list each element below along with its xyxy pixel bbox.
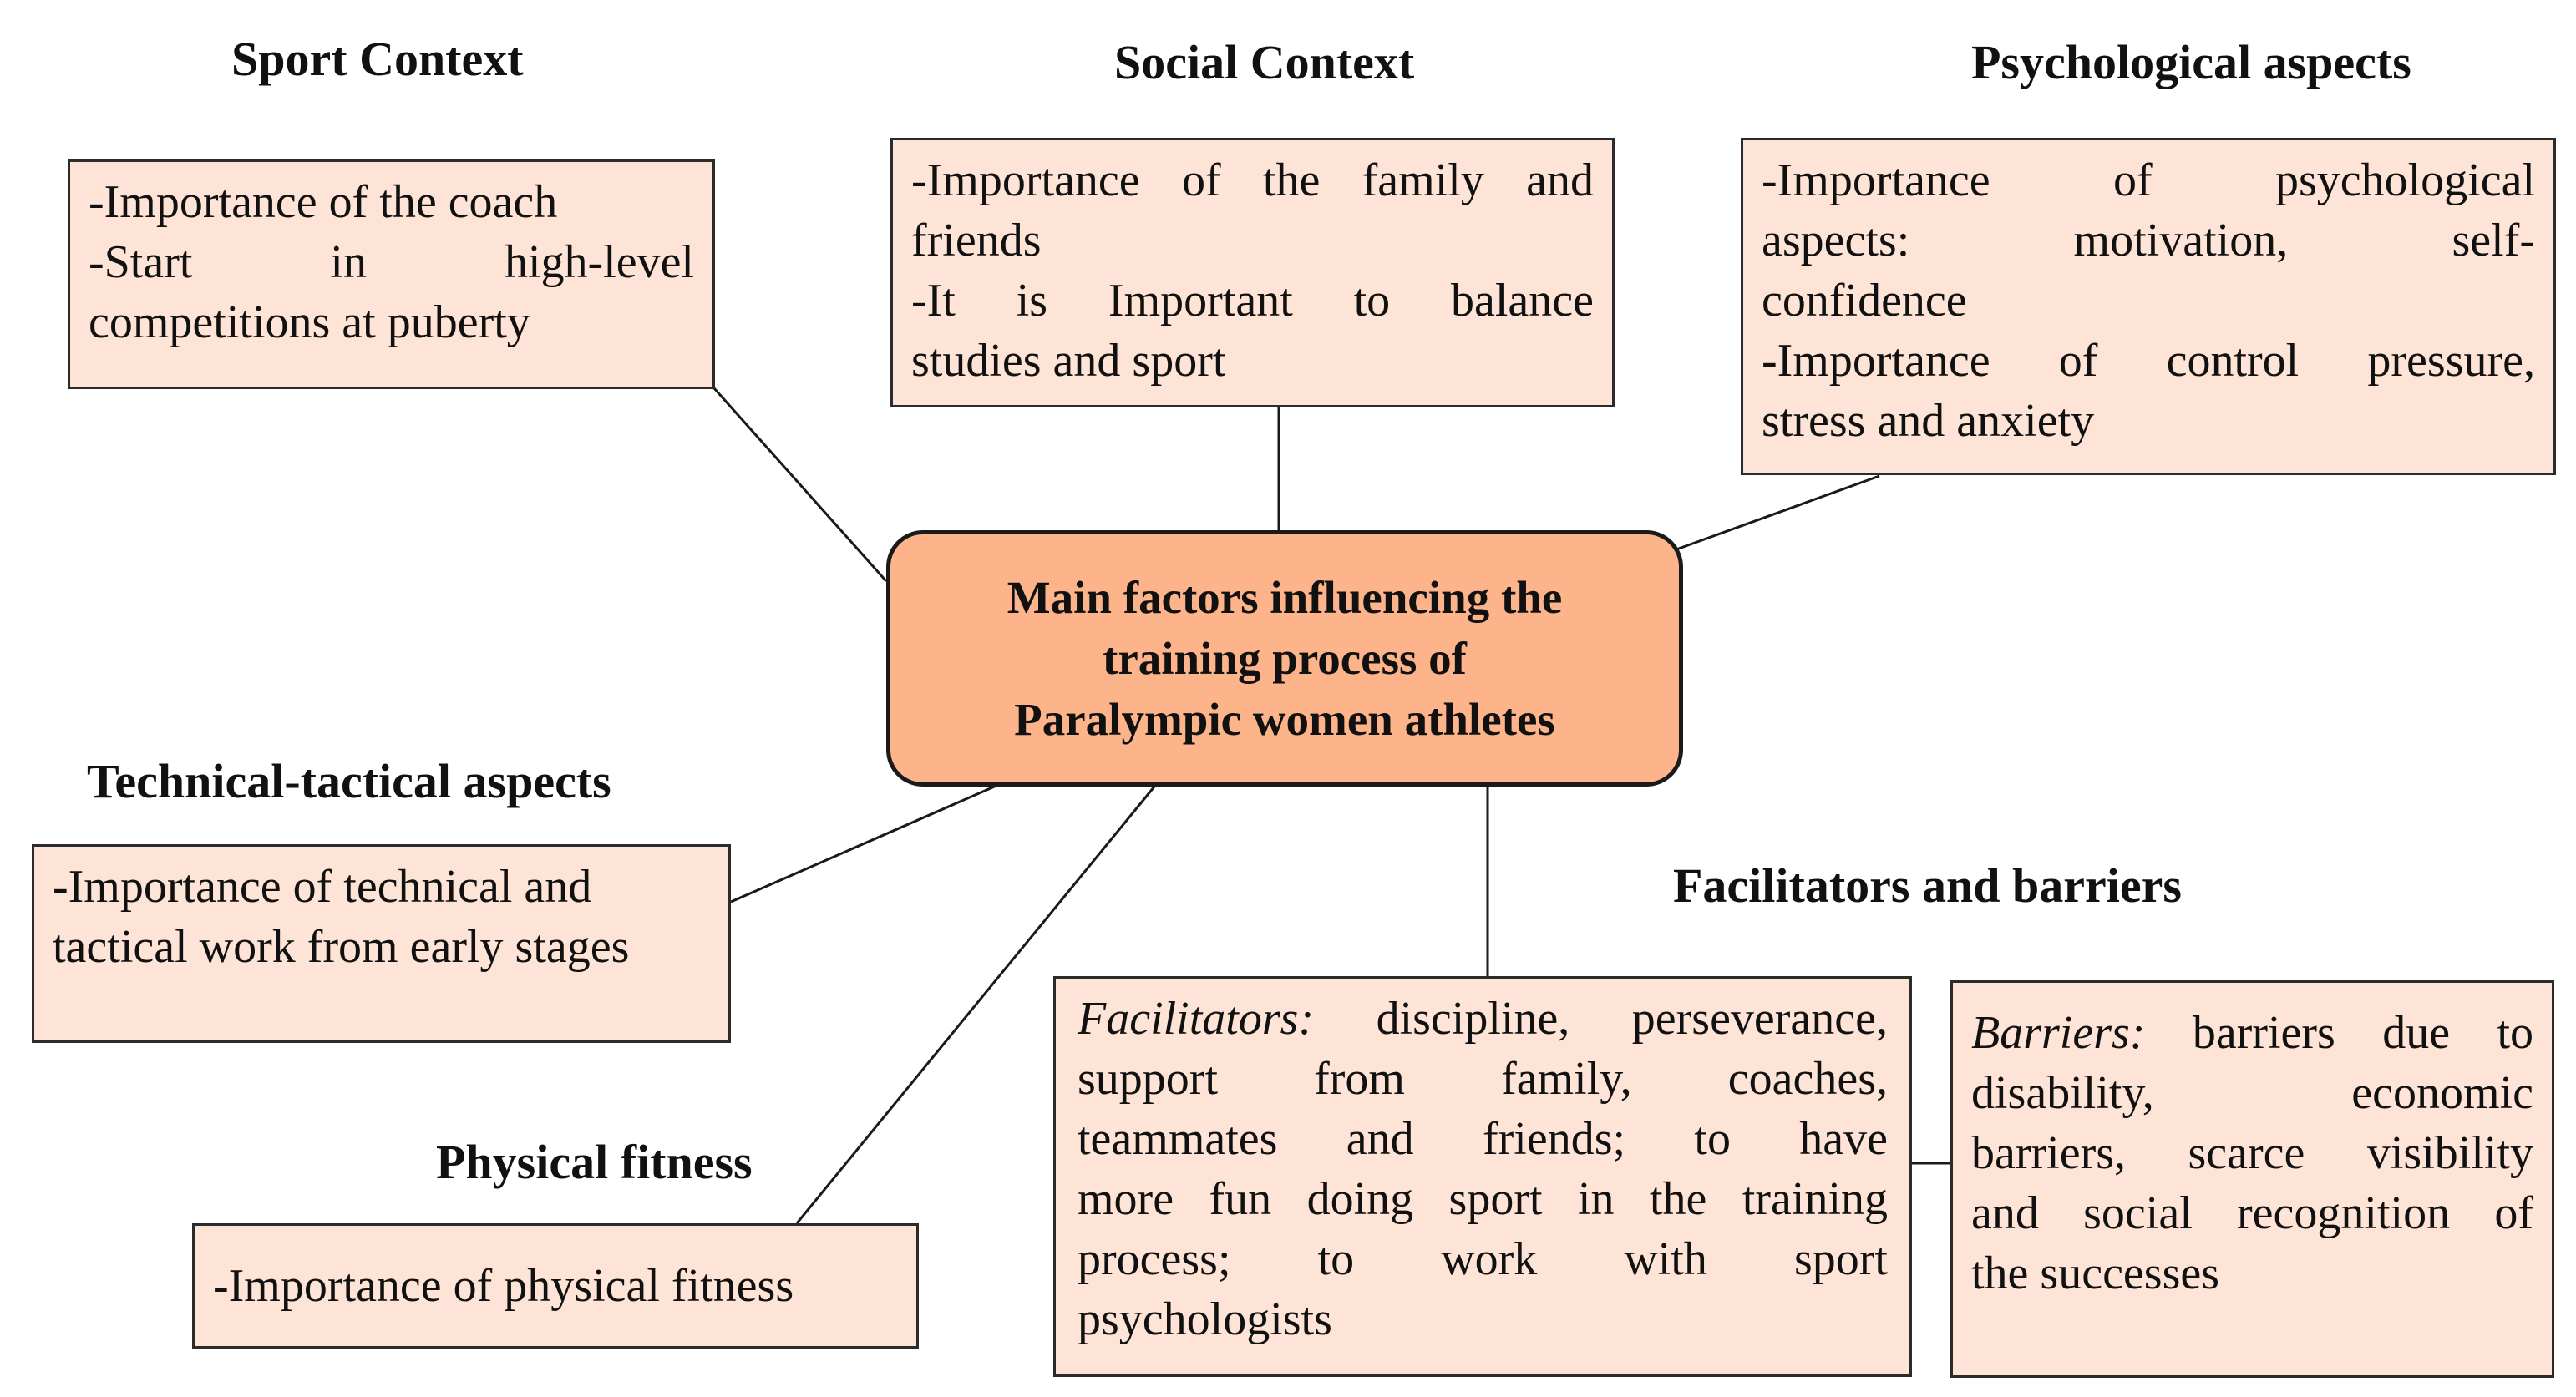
technical-tactical-line: -Importance of technical and bbox=[53, 861, 592, 913]
social-context-line: -It is Important to balance bbox=[911, 275, 1594, 326]
sport-context-box: -Importance of the coach -Start in high-… bbox=[68, 159, 715, 389]
central-topic-line: training process of bbox=[1103, 633, 1467, 684]
central-topic-line: Main factors influencing the bbox=[1007, 572, 1563, 623]
central-topic-node: Main factors influencing the training pr… bbox=[886, 530, 1683, 787]
facilitators-text: discipline, perseverance, bbox=[1376, 993, 1888, 1045]
connector-psychological-aspects bbox=[1676, 474, 1880, 551]
psychological-aspects-heading: Psychological aspects bbox=[1971, 35, 2411, 89]
psychological-aspects-box: -Importance of psychological aspects: mo… bbox=[1741, 138, 2556, 475]
facilitators-line: process; to work with sport bbox=[1078, 1233, 1888, 1285]
social-context-box: -Importance of the family and friends -I… bbox=[890, 138, 1615, 407]
facilitators-box: Facilitators: discipline, perseverance, … bbox=[1053, 976, 1912, 1377]
barriers-box: Barriers: barriers due to disability, ec… bbox=[1950, 980, 2554, 1378]
social-context-line: friends bbox=[911, 215, 1042, 266]
central-topic-text: Main factors influencing the training pr… bbox=[1007, 567, 1563, 750]
psychological-aspects-line: stress and anxiety bbox=[1762, 395, 2095, 447]
barriers-text: barriers due to bbox=[2192, 1007, 2533, 1059]
psychological-aspects-line: confidence bbox=[1762, 275, 1967, 326]
sport-context-line: competitions at puberty bbox=[89, 296, 530, 348]
technical-tactical-heading: Technical-tactical aspects bbox=[87, 754, 611, 808]
sport-context-line: -Start in high-level bbox=[89, 236, 694, 288]
connector-physical-fitness bbox=[795, 786, 1156, 1224]
facilitators-term: Facilitators: bbox=[1078, 993, 1315, 1045]
social-context-line: studies and sport bbox=[911, 335, 1226, 387]
facilitators-line: psychologists bbox=[1078, 1293, 1332, 1345]
facilitators-line: teammates and friends; to have bbox=[1078, 1113, 1888, 1165]
psychological-aspects-line: -Importance of psychological bbox=[1762, 154, 2535, 206]
connector-technical-tactical bbox=[730, 783, 999, 903]
physical-fitness-heading: Physical fitness bbox=[436, 1135, 753, 1189]
technical-tactical-line: tactical work from early stages bbox=[53, 921, 630, 973]
physical-fitness-line: -Importance of physical fitness bbox=[213, 1260, 794, 1312]
barriers-line: Barriers: barriers due to bbox=[1971, 1003, 2533, 1063]
barriers-line: disability, economic bbox=[1971, 1067, 2533, 1119]
facilitators-barriers-heading: Facilitators and barriers bbox=[1673, 858, 2182, 913]
barriers-line: barriers, scarce visibility bbox=[1971, 1127, 2533, 1179]
barriers-line: and social recognition of bbox=[1971, 1187, 2533, 1239]
facilitators-line: more fun doing sport in the training bbox=[1078, 1173, 1888, 1225]
barriers-line: the successes bbox=[1971, 1248, 2220, 1299]
technical-tactical-box: -Importance of technical and tactical wo… bbox=[32, 844, 731, 1043]
psychological-aspects-line: -Importance of control pressure, bbox=[1762, 335, 2535, 387]
facilitators-line: support from family, coaches, bbox=[1078, 1053, 1888, 1105]
physical-fitness-box: -Importance of physical fitness bbox=[192, 1223, 919, 1349]
sport-context-heading: Sport Context bbox=[231, 32, 524, 86]
central-topic-line: Paralympic women athletes bbox=[1014, 694, 1555, 745]
sport-context-line: -Importance of the coach bbox=[89, 176, 558, 228]
social-context-line: -Importance of the family and bbox=[911, 154, 1594, 206]
social-context-heading: Social Context bbox=[1114, 35, 1415, 89]
connector-sport-context bbox=[712, 387, 888, 582]
barriers-term: Barriers: bbox=[1971, 1007, 2146, 1059]
facilitators-line: Facilitators: discipline, perseverance, bbox=[1078, 989, 1888, 1049]
psychological-aspects-line: aspects: motivation, self- bbox=[1762, 215, 2535, 266]
